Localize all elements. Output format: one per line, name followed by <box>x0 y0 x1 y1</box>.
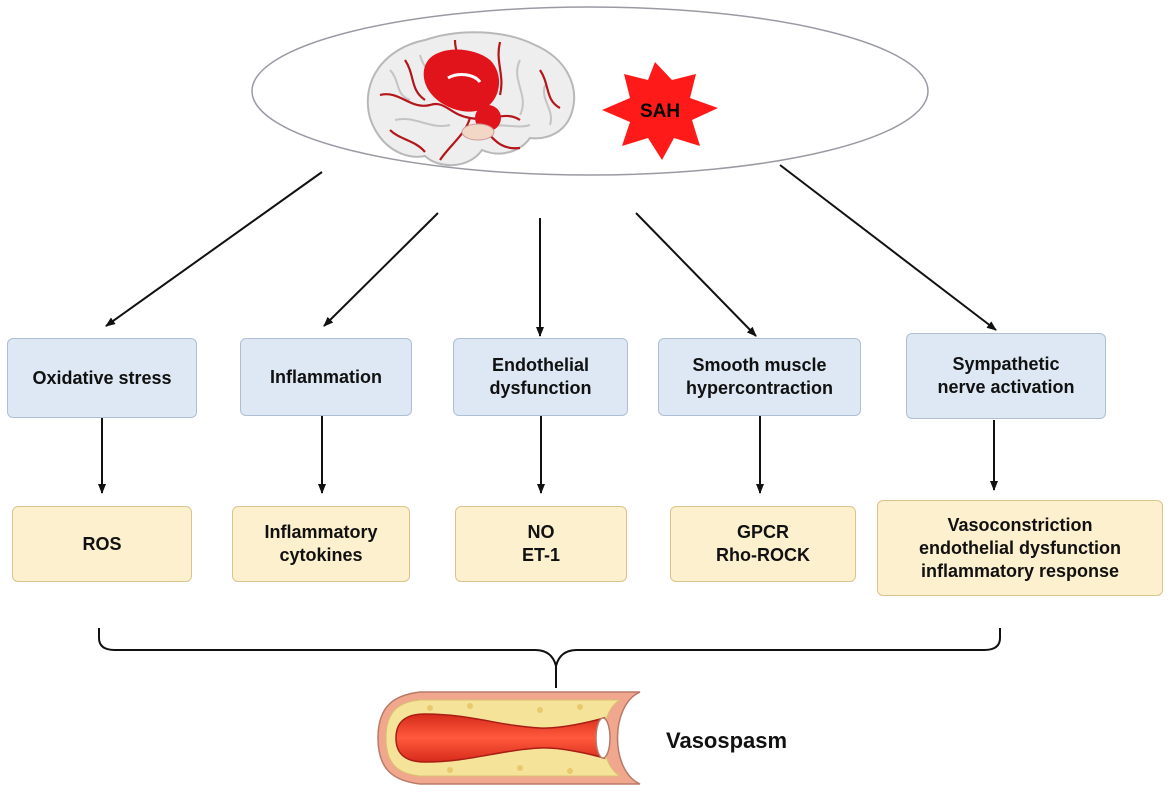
mediator-label: ROS <box>82 533 122 554</box>
mediator-box-ros: ROS <box>12 506 192 582</box>
mediator-label: Inflammatory cytokines <box>264 522 378 565</box>
mechanism-label: Endothelial dysfunction <box>489 355 592 398</box>
mechanism-box-inflammation: Inflammation <box>240 338 412 416</box>
mediator-box-cytokines: Inflammatory cytokines <box>232 506 410 582</box>
mechanism-box-smooth-muscle: Smooth muscle hypercontraction <box>658 338 861 416</box>
mediator-box-no-et1: NO ET-1 <box>455 506 627 582</box>
mechanism-box-sympathetic: Sympathetic nerve activation <box>906 333 1106 419</box>
mediator-label: NO ET-1 <box>521 522 560 565</box>
mechanism-label: Inflammation <box>269 366 382 387</box>
mediator-box-vasoconstriction: Vasoconstriction endothelial dysfunction… <box>877 500 1163 596</box>
mediator-label: GPCR Rho-ROCK <box>716 522 810 565</box>
arrow-to-sympathetic <box>779 164 997 331</box>
bottom-brace <box>98 628 1001 667</box>
mechanism-label: Sympathetic nerve activation <box>937 354 1075 397</box>
mediator-box-gpcr: GPCR Rho-ROCK <box>670 506 856 582</box>
mechanism-box-endothelial-dysfunction: Endothelial dysfunction <box>453 338 628 416</box>
top-arrows <box>105 164 997 337</box>
mechanism-box-oxidative-stress: Oxidative stress <box>7 338 197 418</box>
sah-label: SAH <box>640 101 680 122</box>
sah-ellipse <box>251 6 929 176</box>
middle-arrows <box>98 415 998 494</box>
mediator-label: Vasoconstriction endothelial dysfunction… <box>918 514 1121 581</box>
mechanism-label: Oxidative stress <box>32 367 172 388</box>
narrowed-artery-icon <box>377 691 641 785</box>
sah-burst-shape <box>602 62 718 160</box>
mechanism-label: Smooth muscle hypercontraction <box>685 355 834 398</box>
vasospasm-label: Vasospasm <box>666 728 788 753</box>
arrow-to-inflammation <box>323 212 439 327</box>
brain-with-hemorrhage-icon <box>366 31 576 167</box>
arrow-to-smooth-muscle <box>635 212 757 337</box>
arrow-to-oxidative-stress <box>105 171 323 327</box>
